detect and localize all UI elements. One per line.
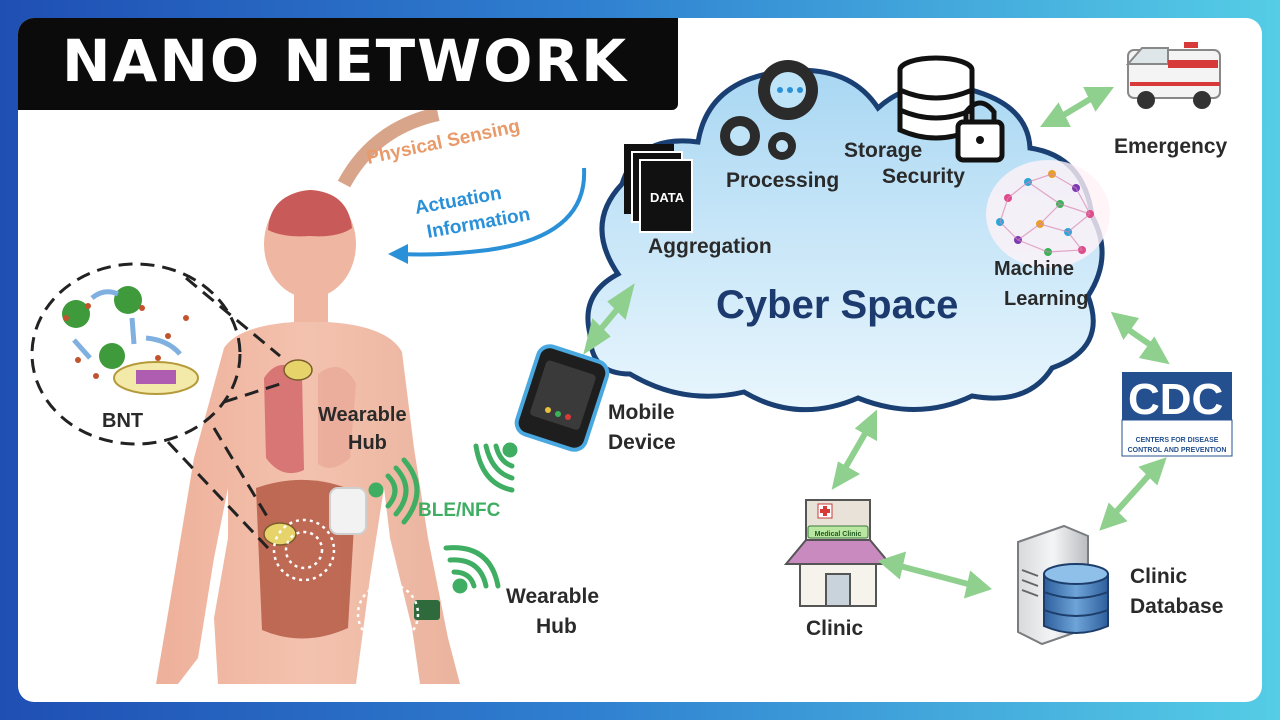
heart-nanosensor bbox=[284, 360, 312, 380]
clinic-sign: Medical Clinic bbox=[815, 531, 862, 538]
cdc-database-link bbox=[1116, 474, 1150, 512]
mobile-device-label-line2: Device bbox=[608, 428, 676, 458]
brain-icon bbox=[268, 190, 352, 236]
ble-nfc-label: BLE/NFC bbox=[418, 496, 500, 526]
wearable-patch bbox=[330, 488, 366, 534]
gut-nanosensor bbox=[264, 523, 296, 545]
wearable-hub-label-1-line1: Wearable bbox=[318, 400, 407, 430]
learning-label: Learning bbox=[1004, 284, 1088, 314]
physical-sensing-label: Physical Sensing bbox=[365, 116, 522, 169]
data-doc-label: DATA bbox=[650, 190, 685, 205]
mobile-phone-icon bbox=[514, 343, 611, 453]
wearable-hub-label-2-line1: Wearable bbox=[506, 582, 599, 612]
wireless-signal-icon bbox=[446, 548, 498, 591]
bnt-label: BNT bbox=[102, 406, 143, 436]
mobile-device-label-line1: Mobile bbox=[608, 398, 675, 428]
page-title: NANO NETWORK bbox=[62, 27, 628, 95]
human-body-figure bbox=[156, 190, 460, 684]
emergency-cloud-link bbox=[1062, 98, 1092, 116]
arrow-head bbox=[1088, 90, 1108, 106]
clinic-database-label-line2: Database bbox=[1130, 592, 1223, 622]
cdc-subtitle-2: CONTROL AND PREVENTION bbox=[1128, 447, 1227, 454]
wearable-hub-label-1-line2: Hub bbox=[348, 428, 387, 458]
wearable-hub-label-2-line2: Hub bbox=[536, 612, 577, 642]
title-banner: NANO NETWORK bbox=[18, 18, 678, 110]
processing-label: Processing bbox=[726, 166, 839, 196]
ambulance-icon bbox=[1128, 42, 1220, 109]
machine-label: Machine bbox=[994, 254, 1074, 284]
clinic-database-link bbox=[900, 566, 968, 584]
cyber-space-title: Cyber Space bbox=[716, 280, 958, 330]
nanoparticle-cluster bbox=[99, 343, 125, 369]
clinic-database-label-line1: Clinic bbox=[1130, 562, 1187, 592]
security-label: Security bbox=[882, 162, 965, 192]
diagram-panel: Physical Sensing Actuation Information D… bbox=[18, 18, 1262, 702]
cdc-logo-text: CDC bbox=[1128, 375, 1223, 424]
arrow-head bbox=[884, 556, 902, 574]
left-lung bbox=[264, 365, 304, 473]
clinic-building-icon bbox=[786, 500, 890, 606]
arrow-head bbox=[836, 466, 854, 484]
clinic-label: Clinic bbox=[806, 614, 863, 644]
machine-learning-brain-icon bbox=[986, 160, 1110, 268]
emergency-label: Emergency bbox=[1114, 132, 1227, 162]
arrow-head bbox=[968, 576, 986, 594]
aggregation-label: Aggregation bbox=[648, 232, 772, 262]
database-cylinder-icon bbox=[1044, 564, 1108, 633]
data-documents-icon bbox=[624, 144, 692, 232]
arrow-head bbox=[1046, 108, 1066, 124]
cdc-subtitle-1: CENTERS FOR DISEASE bbox=[1136, 437, 1219, 444]
cloud-clinic-link bbox=[844, 432, 866, 470]
diagram-canvas: Physical Sensing Actuation Information D… bbox=[18, 18, 1262, 702]
wireless-signal-icon bbox=[476, 445, 515, 490]
nanoparticle-cluster bbox=[114, 286, 142, 314]
